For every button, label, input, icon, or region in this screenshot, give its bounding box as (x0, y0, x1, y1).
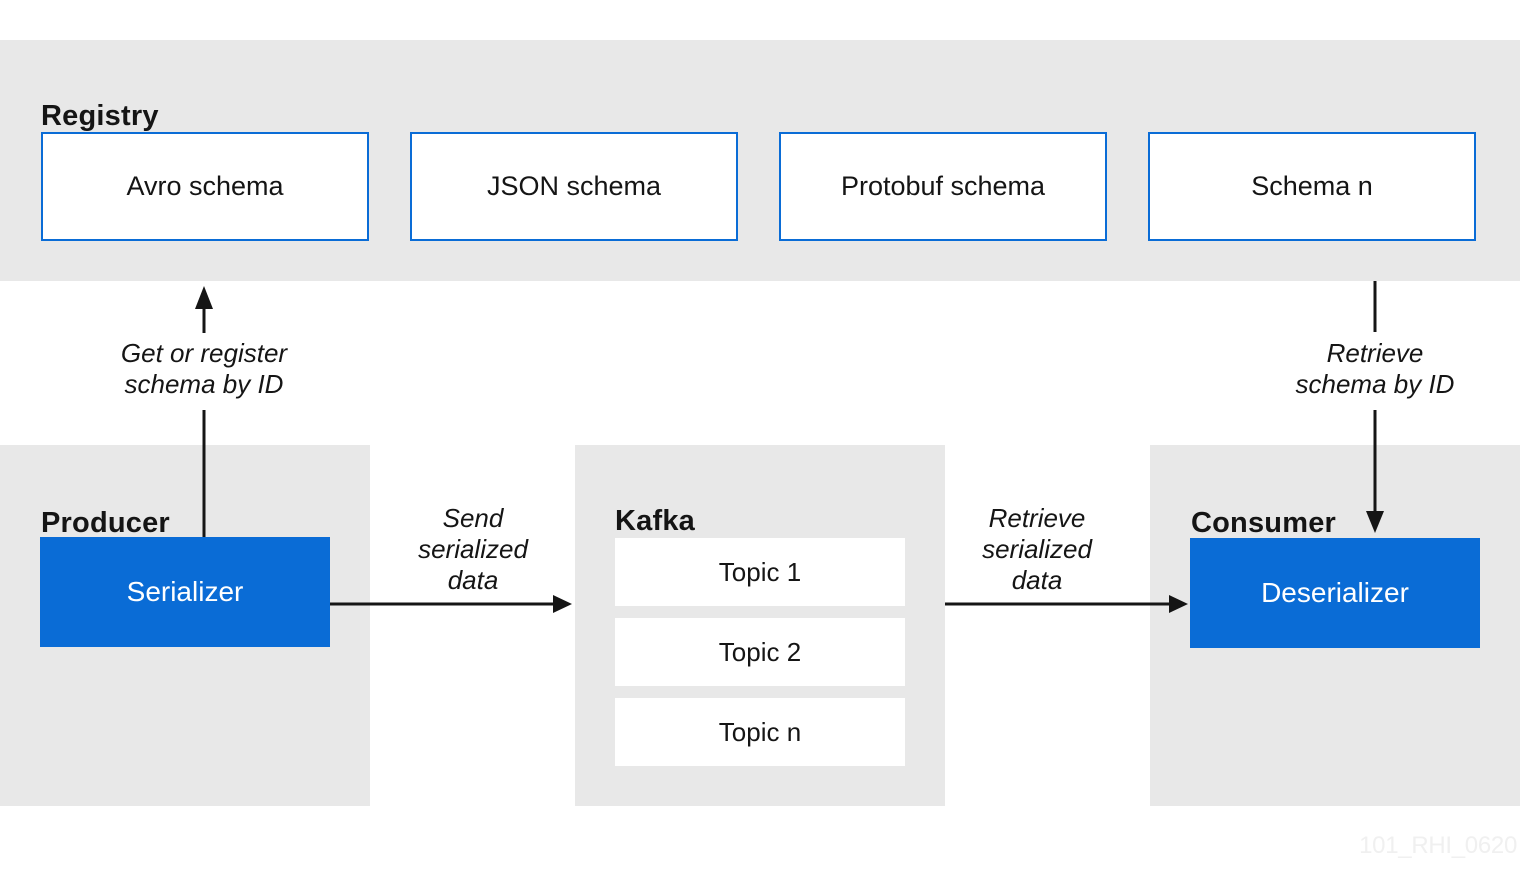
protobuf-schema-box: Protobuf schema (779, 132, 1107, 241)
topic-2-label: Topic 2 (718, 636, 802, 667)
protobuf-schema-label: Protobuf schema (840, 171, 1046, 201)
producer-panel: Producer Serializer (0, 445, 370, 806)
deserializer-box: Deserializer (1190, 538, 1480, 648)
serializer-box: Serializer (40, 537, 330, 647)
get-register-schema-annotation: Get or register schema by ID (120, 338, 288, 399)
json-schema-box: JSON schema (410, 132, 738, 241)
deserializer-label: Deserializer (1261, 577, 1409, 608)
kafka-panel: Kafka Topic 1 Topic 2 Topic n (575, 445, 945, 806)
schema-n-label: Schema n (1251, 171, 1373, 201)
kafka-title: Kafka (615, 505, 695, 538)
registry-panel: Registry Avro schema JSON schema Protobu… (0, 40, 1520, 281)
retrieve-serialized-data-annotation: Retrieve serialized data (982, 503, 1092, 595)
topic-n-box: Topic n (615, 698, 905, 766)
topic-2-box: Topic 2 (615, 618, 905, 686)
avro-schema-label: Avro schema (126, 171, 284, 201)
retrieve-schema-annotation: Retrieve schema by ID (1295, 338, 1455, 399)
topic-1-label: Topic 1 (718, 556, 802, 587)
json-schema-label: JSON schema (486, 171, 662, 201)
avro-schema-box: Avro schema (41, 132, 369, 241)
watermark-label: 101_RHI_0620 (1359, 832, 1517, 859)
registry-title: Registry (41, 100, 159, 133)
topic-1-box: Topic 1 (615, 538, 905, 606)
serializer-label: Serializer (126, 576, 244, 607)
topic-n-label: Topic n (718, 716, 802, 747)
consumer-title: Consumer (1191, 507, 1337, 540)
schema-n-box: Schema n (1148, 132, 1476, 241)
producer-title: Producer (41, 507, 170, 540)
consumer-panel: Consumer Deserializer (1150, 445, 1520, 806)
send-serialized-data-annotation: Send serialized data (418, 503, 528, 595)
